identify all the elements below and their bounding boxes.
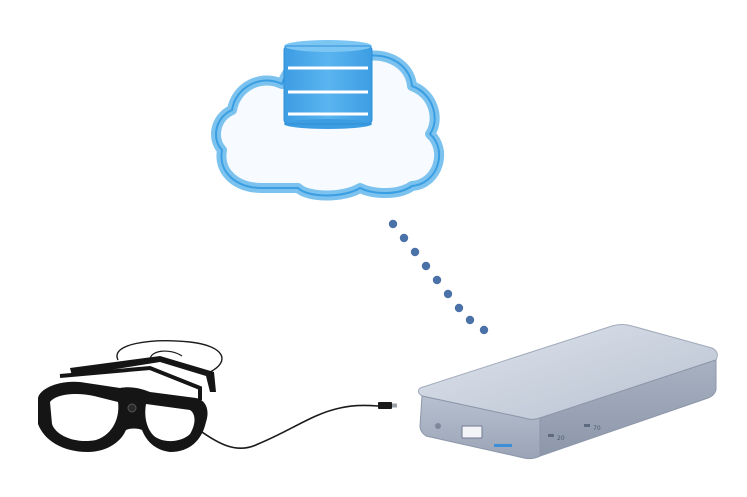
- eye-tracking-glasses-icon: [38, 340, 223, 452]
- scene-camera-icon: [127, 403, 137, 413]
- indicator-light-icon-2: [584, 424, 590, 427]
- cable-connector-icon: [378, 402, 392, 409]
- cloud-database-icon: [211, 40, 444, 201]
- port-label-1: 20: [557, 435, 565, 442]
- cable-line: [195, 404, 379, 450]
- port-label-2: 70: [593, 425, 601, 432]
- indicator-light-icon: [548, 434, 554, 437]
- usb-port-icon: [461, 425, 483, 439]
- cloud-inner-outline: [215, 49, 440, 197]
- card-slot-icon: [494, 444, 512, 447]
- database-icon: [283, 40, 373, 129]
- recording-unit-icon: [417, 324, 718, 460]
- wireless-link-dots: [388, 219, 489, 335]
- power-button-icon: [435, 423, 441, 429]
